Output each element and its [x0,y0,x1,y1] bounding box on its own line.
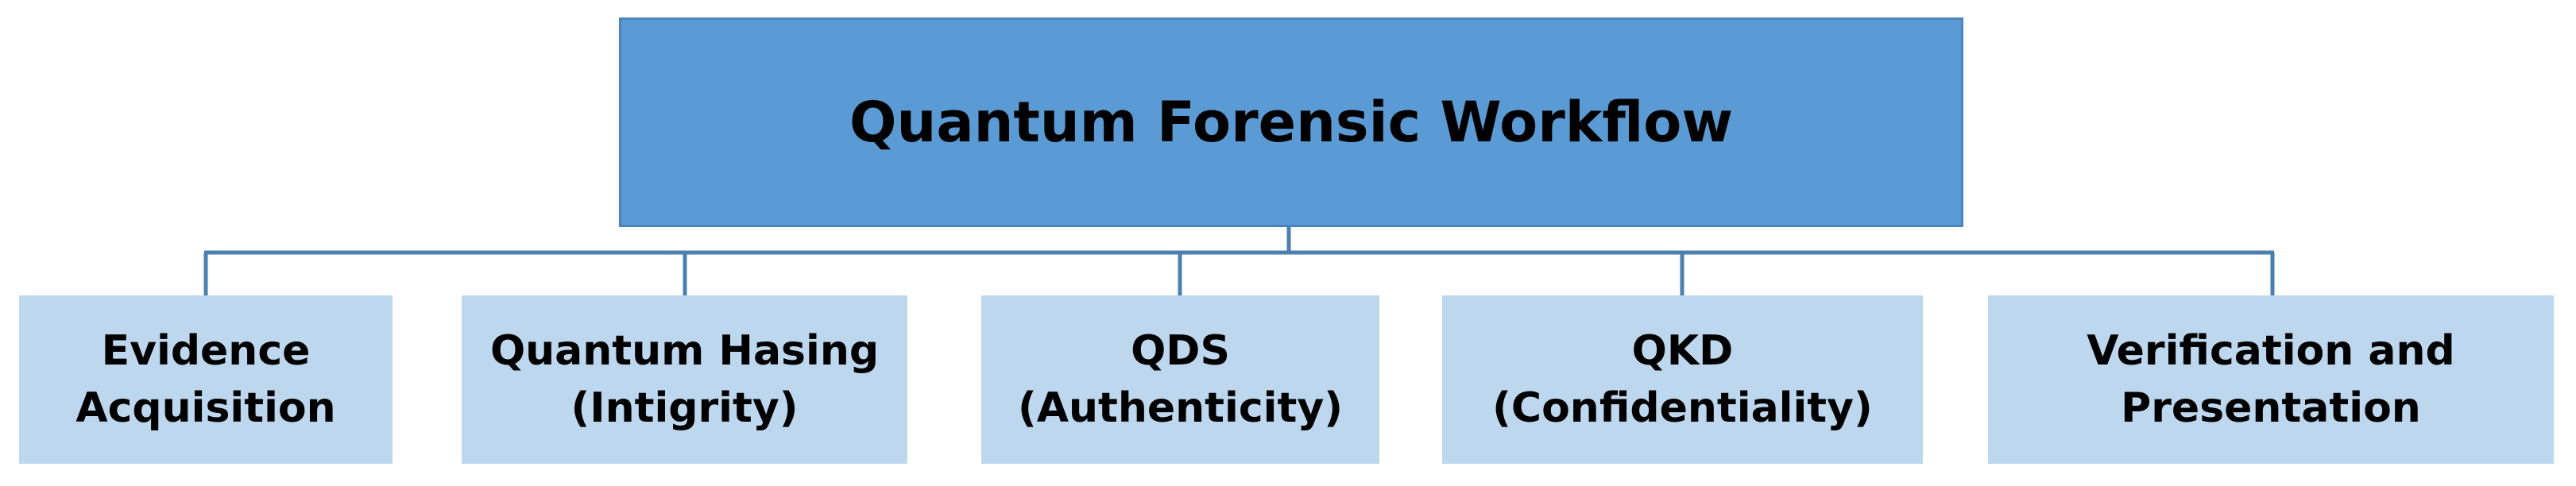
child-label-line2: (Confidentiality) [1492,384,1873,432]
child-box-evidence-acquisition: Evidence Acquisition [19,295,393,464]
child-label-line1: QKD [1631,327,1734,375]
root-label: Quantum Forensic Workflow [849,90,1733,155]
child-label-line1: Quantum Hasing [489,327,880,375]
child-label-line2: (Authenticity) [1017,384,1344,432]
child-label-line2: Acquisition [75,384,336,432]
root-box-quantum-forensic-workflow: Quantum Forensic Workflow [619,17,1963,227]
child-label-line2: Presentation [2121,384,2421,432]
child-label-line2: (Intigrity) [571,384,799,432]
child-box-qkd: QKD (Confidentiality) [1442,295,1923,464]
child-label-line1: Verification and [2087,327,2455,375]
child-box-verification-presentation: Verification and Presentation [1988,295,2554,464]
child-box-quantum-hashing: Quantum Hasing (Intigrity) [462,295,907,464]
child-box-qds: QDS (Authenticity) [981,295,1379,464]
child-label-line1: Evidence [101,327,311,375]
child-label-line1: QDS [1131,327,1230,375]
